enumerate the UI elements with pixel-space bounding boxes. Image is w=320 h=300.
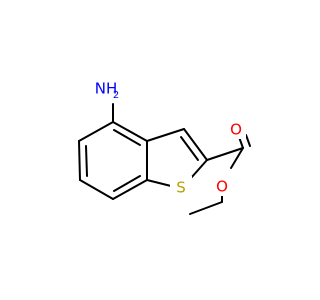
bond-c4-c5: [78, 121, 114, 142]
bond-s1-c7a: [146, 179, 172, 187]
sulfur-label: S: [176, 179, 186, 197]
bond-carbonyl-o-double-b: [245, 134, 251, 147]
bond-c2-s1: [190, 159, 208, 179]
bond-c3-c2: [183, 128, 208, 161]
bond-c3a-c4-inner: [113, 129, 141, 146]
bond-c7-c7a: [112, 179, 148, 200]
bond-c3a-c3: [146, 128, 185, 142]
bond-c3a-c4: [112, 121, 148, 142]
bond-c2-carbonyl: [206, 147, 244, 161]
bond-c5-c6: [78, 140, 81, 181]
amine-label: NH: [95, 80, 118, 98]
amine-label-bg: [87, 76, 125, 102]
bond-c3-c2-inner: [180, 136, 199, 161]
sulfur-label-bg: [170, 176, 192, 198]
bond-carbonyl-ester-o: [230, 147, 244, 169]
ester-oxygen-label-bg: [212, 178, 232, 196]
carbonyl-oxygen-label: O: [230, 121, 242, 139]
bond-c5-c6-inner: [85, 145, 88, 177]
bond-ester-methyl: [189, 201, 223, 215]
structure-canvas: S NH 2 O O: [78, 76, 251, 215]
amine-subscript: 2: [113, 90, 119, 101]
molecule-diagram: S NH 2 O O: [78, 76, 251, 215]
bond-c7-c7a-inner: [113, 175, 141, 192]
bond-layer: [78, 103, 251, 215]
ester-oxygen-label: O: [216, 178, 228, 196]
atom-label-layer: S NH 2 O O: [87, 76, 246, 198]
carbonyl-oxygen-label-bg: [226, 121, 246, 139]
bond-c6-c7: [79, 179, 114, 200]
